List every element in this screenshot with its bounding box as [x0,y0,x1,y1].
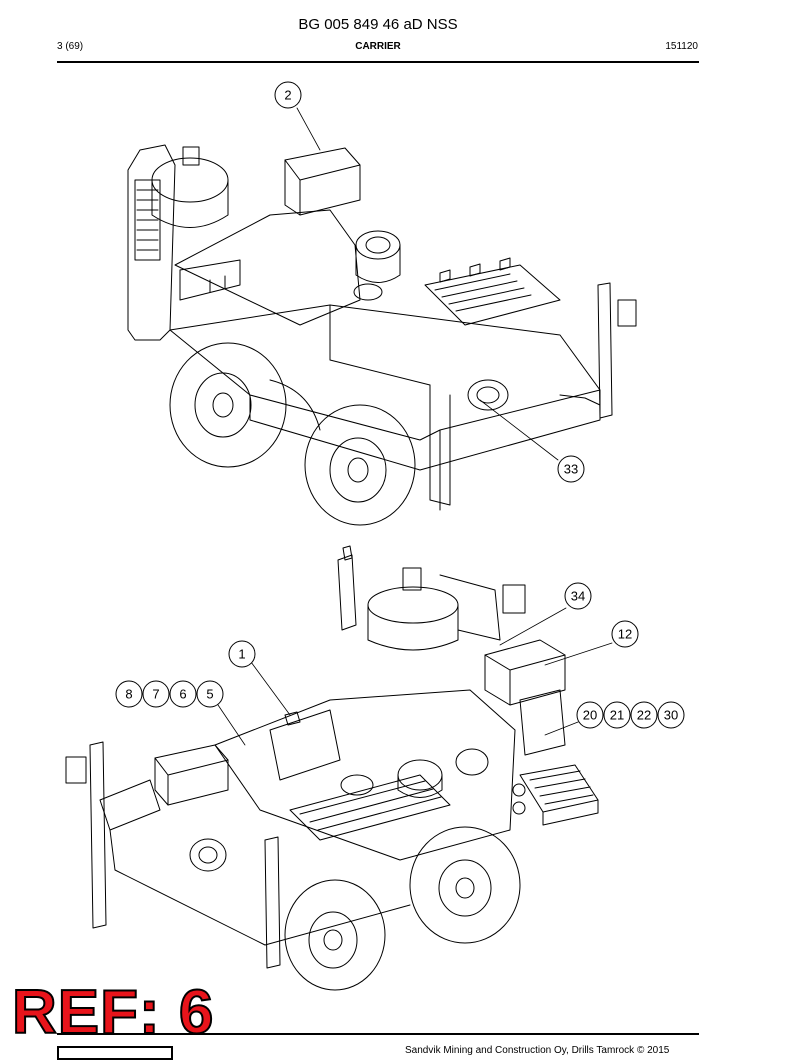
callout-label: 1 [238,647,245,662]
callout-label: 12 [618,627,632,642]
header-rule [57,61,699,63]
section-title: CARRIER [355,41,401,52]
callout-label: 33 [564,462,578,477]
carrier-top-view [127,144,637,526]
callout-label: 30 [664,708,678,723]
callout-20: 20 [576,701,604,729]
callout-label: 6 [179,687,186,702]
callout-5: 5 [196,680,224,708]
callout-label: 8 [125,687,132,702]
footer-logo [57,1046,173,1060]
callout-12: 12 [611,620,639,648]
callout-30: 30 [657,701,685,729]
callout-21: 21 [603,701,631,729]
footer-copyright: Sandvik Mining and Construction Oy, Dril… [405,1045,670,1056]
callout-1: 1 [228,640,256,668]
leader-lines [215,107,613,746]
callout-6: 6 [169,680,197,708]
callout-label: 34 [571,589,585,604]
footer-rule [57,1033,699,1035]
callout-label: 20 [583,708,597,723]
doc-code: BG 005 849 46 aD NSS [298,16,458,33]
reference-number: 151120 [665,41,698,52]
callout-7: 7 [142,680,170,708]
callout-label: 21 [610,708,624,723]
carrier-bottom-view [65,545,599,991]
ref-stamp: REF: 6 [11,978,215,1047]
callout-label: 2 [284,88,291,103]
callout-8: 8 [115,680,143,708]
callout-2: 2 [274,81,302,109]
callout-33: 33 [557,455,585,483]
callout-34: 34 [564,582,592,610]
page-number: 3 (69) [57,41,84,52]
callout-label: 5 [206,687,213,702]
callout-label: 7 [152,687,159,702]
callout-22: 22 [630,701,658,729]
callout-label: 22 [637,708,651,723]
